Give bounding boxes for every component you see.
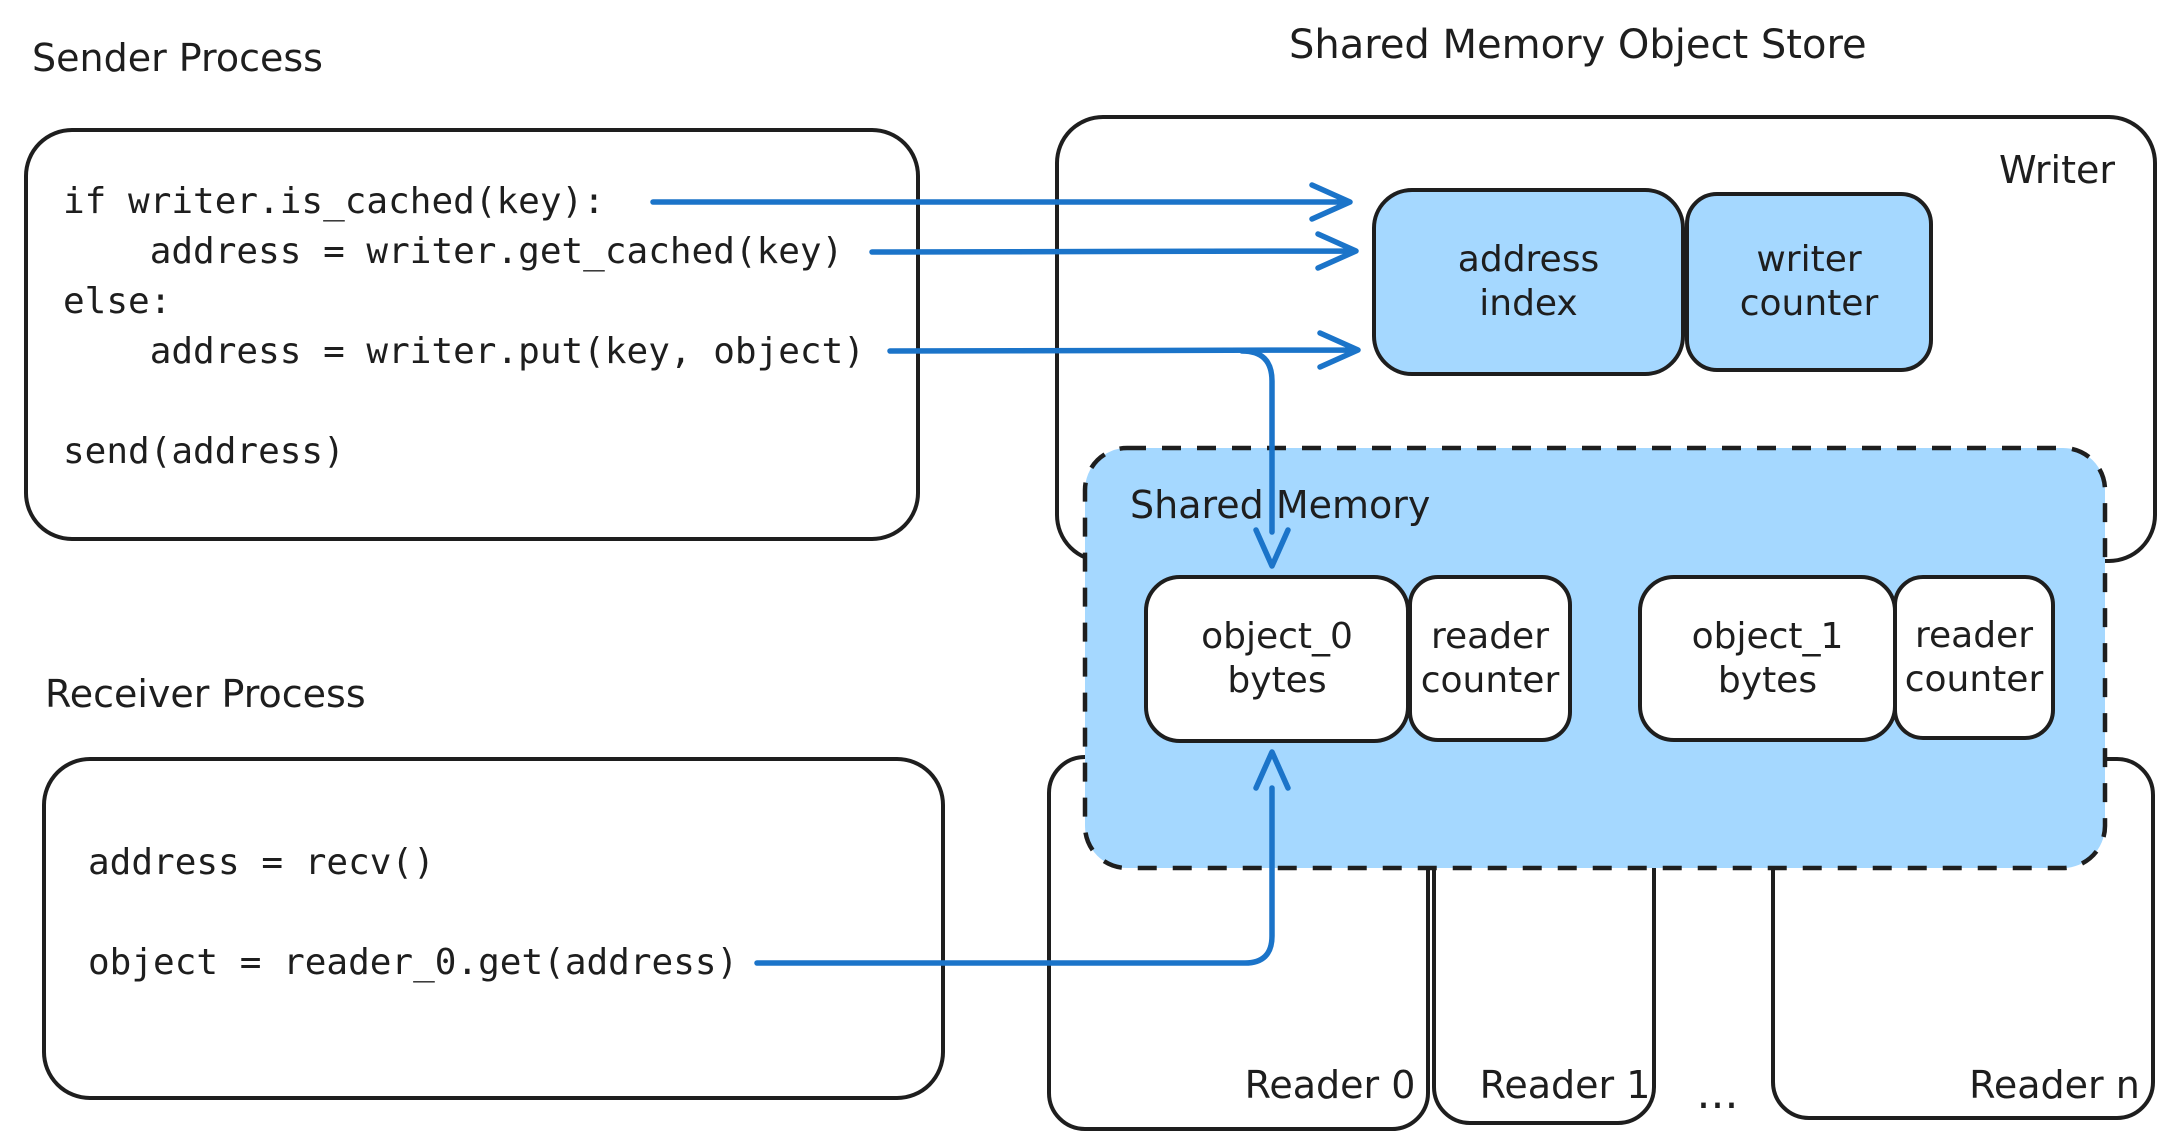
- reader-0-label: Reader 0: [1244, 1063, 1416, 1107]
- object-1-bytes-box: object_1 bytes: [1638, 575, 1897, 742]
- reader-counter-0-box: reader counter: [1408, 575, 1572, 742]
- receiver-process-label: Receiver Process: [45, 672, 366, 716]
- address-index-box: address index: [1372, 188, 1685, 376]
- reader-1-label: Reader 1: [1479, 1063, 1651, 1107]
- writer-counter-box: writer counter: [1685, 192, 1933, 372]
- receiver-code: address = recv() object = reader_0.get(a…: [88, 842, 739, 983]
- reader-counter-1-box: reader counter: [1893, 575, 2055, 740]
- reader-ellipsis: ...: [1696, 1068, 1739, 1119]
- diagram-title: Shared Memory Object Store: [1289, 22, 1867, 68]
- sender-code: if writer.is_cached(key): address = writ…: [63, 181, 865, 472]
- writer-label: Writer: [1999, 148, 2115, 192]
- sender-process-label: Sender Process: [32, 36, 323, 80]
- reader-n-label: Reader n: [1969, 1063, 2140, 1107]
- object-0-bytes-box: object_0 bytes: [1144, 575, 1410, 743]
- shared-memory-label: Shared Memory: [1130, 483, 1431, 527]
